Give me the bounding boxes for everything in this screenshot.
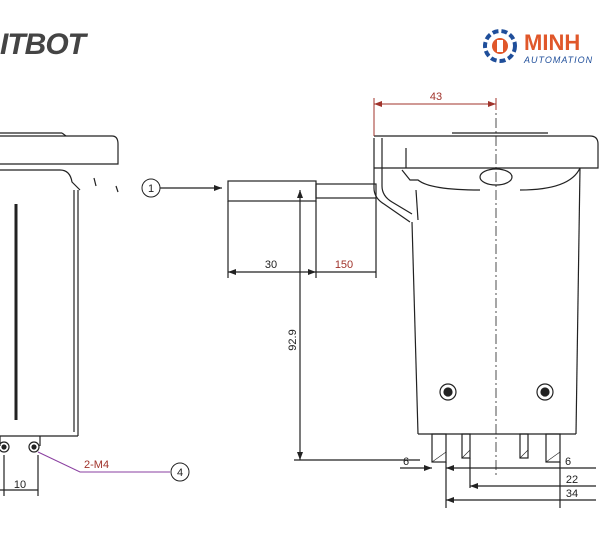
automation-logo-text: AUTOMATION — [524, 55, 594, 65]
thread-leader — [37, 451, 170, 473]
thread-note: 2-M4 — [84, 459, 109, 471]
side-hole-left — [439, 383, 457, 401]
dim-30: 30 — [265, 259, 277, 271]
gear-robot-icon — [483, 29, 517, 63]
itbot-logo: ITBOT — [0, 28, 86, 62]
dim-6: 6 — [403, 456, 409, 468]
balloon-1 — [141, 178, 161, 198]
dimension-arrows — [214, 185, 478, 503]
hatching — [431, 449, 561, 463]
right-view-body — [373, 132, 599, 435]
dim-150: 150 — [335, 259, 353, 271]
dim-6-right: 6 — [565, 456, 571, 468]
dim-92-9: 92.9 — [287, 329, 299, 350]
top-width-dimension — [373, 98, 497, 136]
side-hole-right — [536, 383, 554, 401]
dim-22: 22 — [566, 474, 578, 486]
balloon-4-label: 4 — [177, 467, 183, 479]
dim-34: 34 — [566, 488, 578, 500]
bottom-feet — [431, 433, 561, 463]
left-view-body — [0, 132, 119, 446]
dim-10: 10 — [14, 479, 26, 491]
left-mount-hole-b — [28, 441, 40, 453]
minh-automation-logo: MINH AUTOMATION — [480, 26, 600, 66]
minh-logo-text: MINH — [524, 30, 581, 55]
tube-part — [227, 180, 377, 202]
balloon-1-label: 1 — [148, 183, 154, 195]
balloon-4 — [170, 462, 190, 482]
dim-43: 43 — [430, 91, 442, 103]
itbot-logo-text: ITBOT — [0, 28, 86, 61]
left-mount-hole-a — [0, 441, 10, 453]
